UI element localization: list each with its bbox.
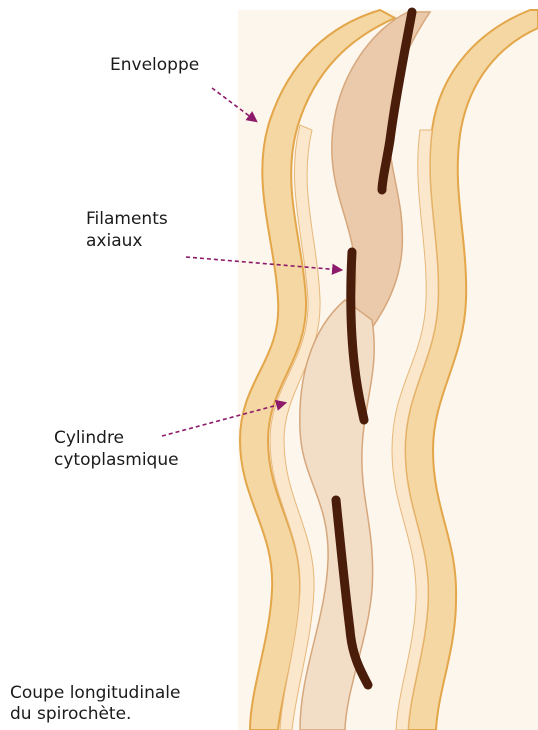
figure-caption-line1: Coupe longitudinale	[10, 683, 240, 704]
axial-filaments-label-line1: Filaments	[86, 208, 226, 230]
axial-filaments-label-line2: axiaux	[86, 230, 226, 252]
axial-filaments-label: Filaments axiaux	[86, 208, 226, 252]
cytoplasmic-cylinder-label-line1: Cylindre	[54, 427, 224, 449]
envelope-label-text: Enveloppe	[110, 54, 199, 76]
cytoplasmic-cylinder-label: Cylindre cytoplasmique	[54, 427, 224, 471]
cytoplasmic-cylinder-label-line2: cytoplasmique	[54, 449, 224, 471]
figure-caption-line2: du spirochète.	[10, 704, 240, 725]
figure-caption: Coupe longitudinale du spirochète.	[10, 683, 240, 725]
envelope-label: Enveloppe	[110, 54, 199, 76]
